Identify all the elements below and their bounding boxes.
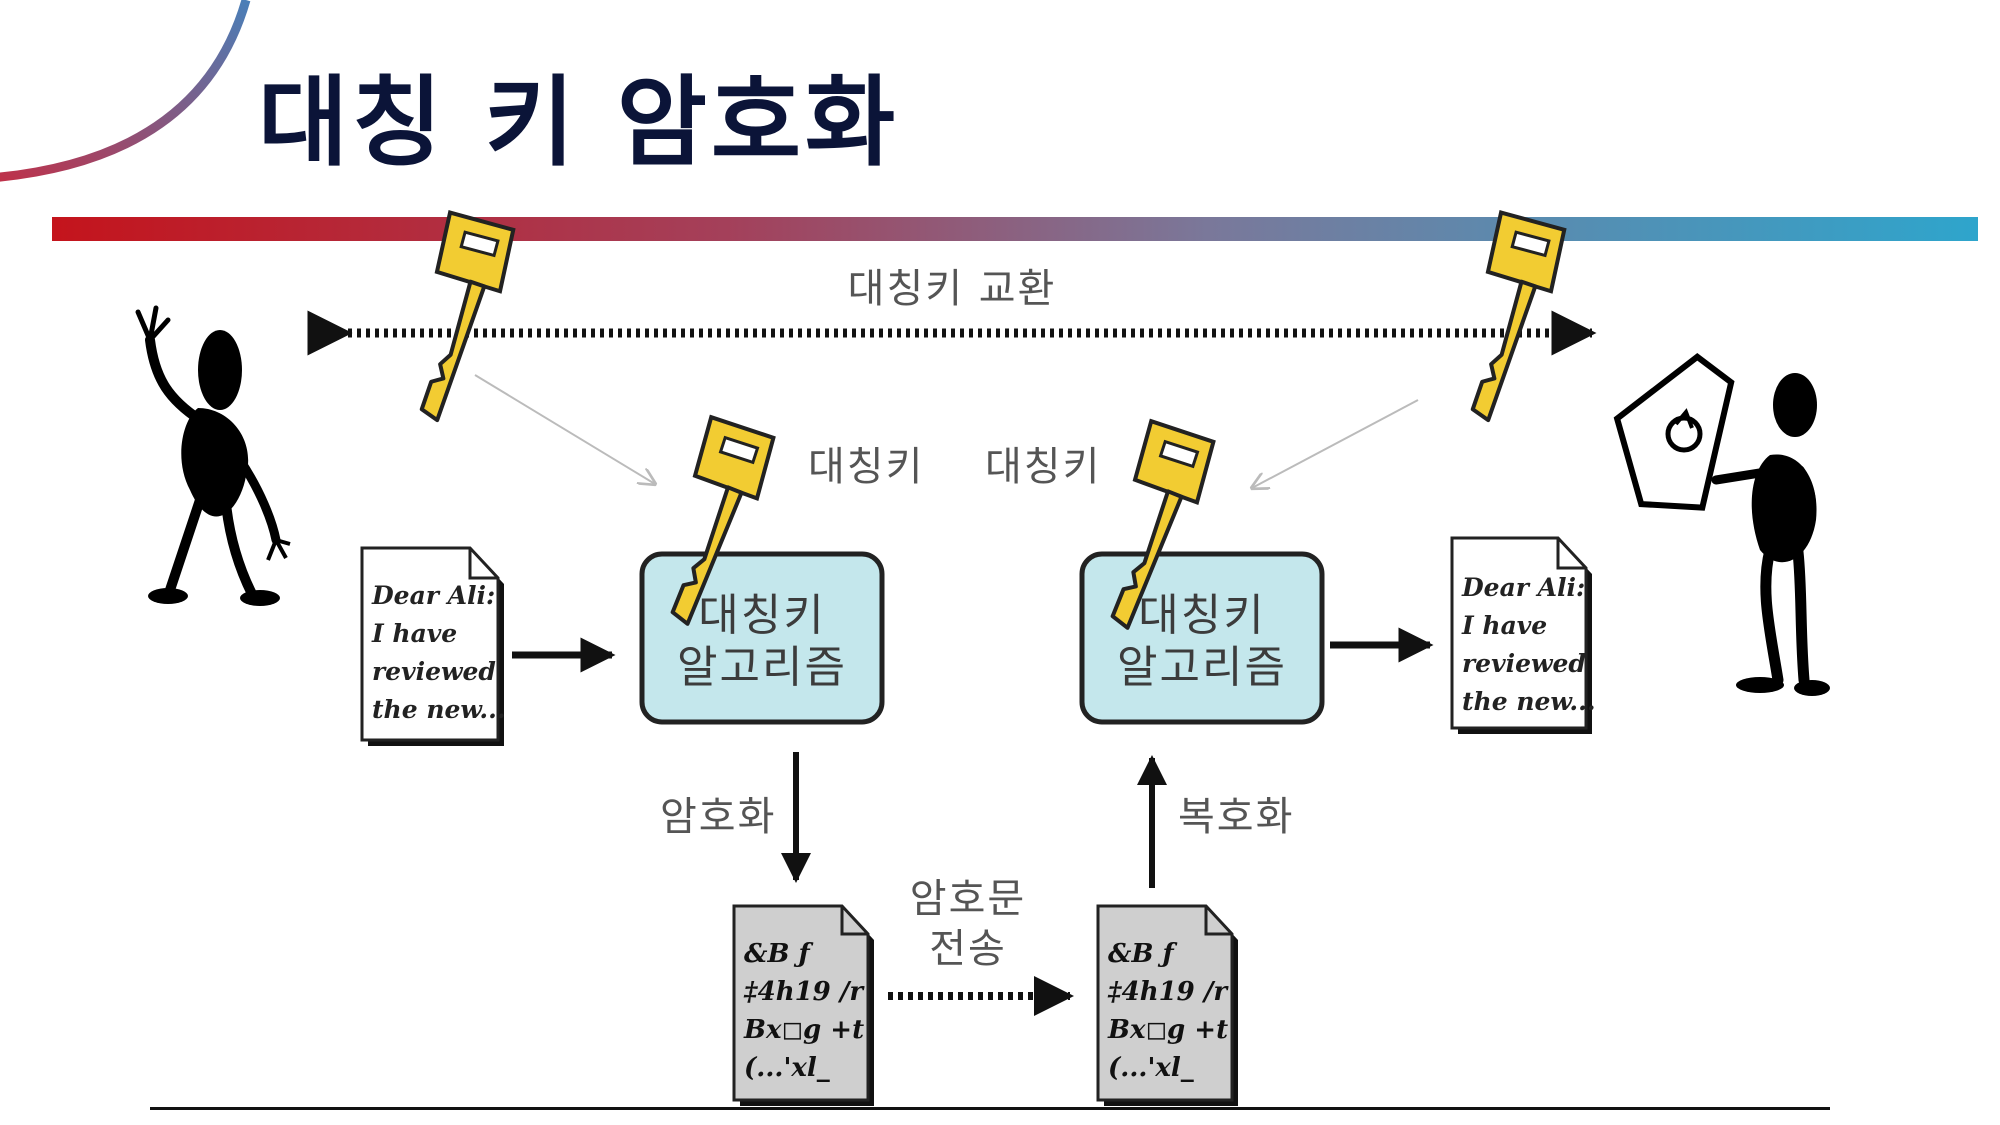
received-plaintext-line-3: reviewed xyxy=(1462,649,1586,678)
sender-person-icon xyxy=(138,308,290,606)
received-plaintext-line-1: Dear Ali: xyxy=(1461,573,1585,602)
received-plaintext-document: Dear Ali: I have reviewed the new... xyxy=(1450,536,1596,734)
plaintext-line-3: reviewed xyxy=(372,657,496,686)
ciphertext-line-2: ‡4h19 /r xyxy=(743,977,865,1007)
transmit-label-line-2: 전송 xyxy=(929,926,1007,972)
received-plaintext-line-2: I have xyxy=(1461,611,1547,640)
transmit-label-line-1: 암호문 xyxy=(910,876,1026,922)
plaintext-line-2: I have xyxy=(371,619,457,648)
received-plaintext-line-4: the new... xyxy=(1462,687,1596,716)
receiver-person-icon xyxy=(1613,353,1830,696)
received-ciphertext-line-3: Bx◻g +t xyxy=(1107,1015,1228,1045)
bottom-divider xyxy=(150,1107,1830,1110)
encrypt-algorithm-line-1: 대칭키 xyxy=(698,590,825,641)
decrypt-algorithm-line-2: 알고리즘 xyxy=(1117,642,1287,693)
corner-arc-decoration xyxy=(0,0,251,182)
plaintext-document: Dear Ali: I have reviewed the new... xyxy=(360,546,506,746)
ciphertext-line-1: &B ƒ xyxy=(744,939,814,969)
slide-title: 대칭 키 암호화 xyxy=(258,66,900,180)
encrypt-algorithm-box xyxy=(639,551,885,725)
encrypt-label: 암호화 xyxy=(660,794,776,840)
receiver-key-pointer xyxy=(1252,399,1419,488)
plaintext-line-1: Dear Ali: xyxy=(371,581,495,610)
receiver-key-label: 대칭키 xyxy=(985,444,1101,490)
ciphertext-line-4: (...'xl_ xyxy=(744,1053,830,1083)
ciphertext-document: &B ƒ ‡4h19 /r Bx◻g +t (...'xl_ xyxy=(732,904,874,1106)
sender-exchange-key-icon xyxy=(421,212,514,424)
decrypt-algorithm-line-1: 대칭키 xyxy=(1138,590,1265,641)
plaintext-line-4: the new... xyxy=(372,695,506,724)
encrypt-algorithm-line-2: 알고리즘 xyxy=(677,642,847,693)
key-exchange-label: 대칭키 교환 xyxy=(848,266,1057,312)
sender-key-pointer xyxy=(474,374,655,484)
sender-key-label: 대칭키 xyxy=(808,444,924,490)
received-ciphertext-line-2: ‡4h19 /r xyxy=(1107,977,1229,1007)
receiver-exchange-key-icon xyxy=(1472,212,1565,424)
ciphertext-line-3: Bx◻g +t xyxy=(743,1015,864,1045)
received-ciphertext-line-1: &B ƒ xyxy=(1108,939,1178,969)
received-ciphertext-document: &B ƒ ‡4h19 /r Bx◻g +t (...'xl_ xyxy=(1096,904,1238,1106)
decrypt-label: 복호화 xyxy=(1178,794,1294,840)
title-gradient-bar xyxy=(52,217,1978,241)
received-ciphertext-line-4: (...'xl_ xyxy=(1108,1053,1194,1083)
